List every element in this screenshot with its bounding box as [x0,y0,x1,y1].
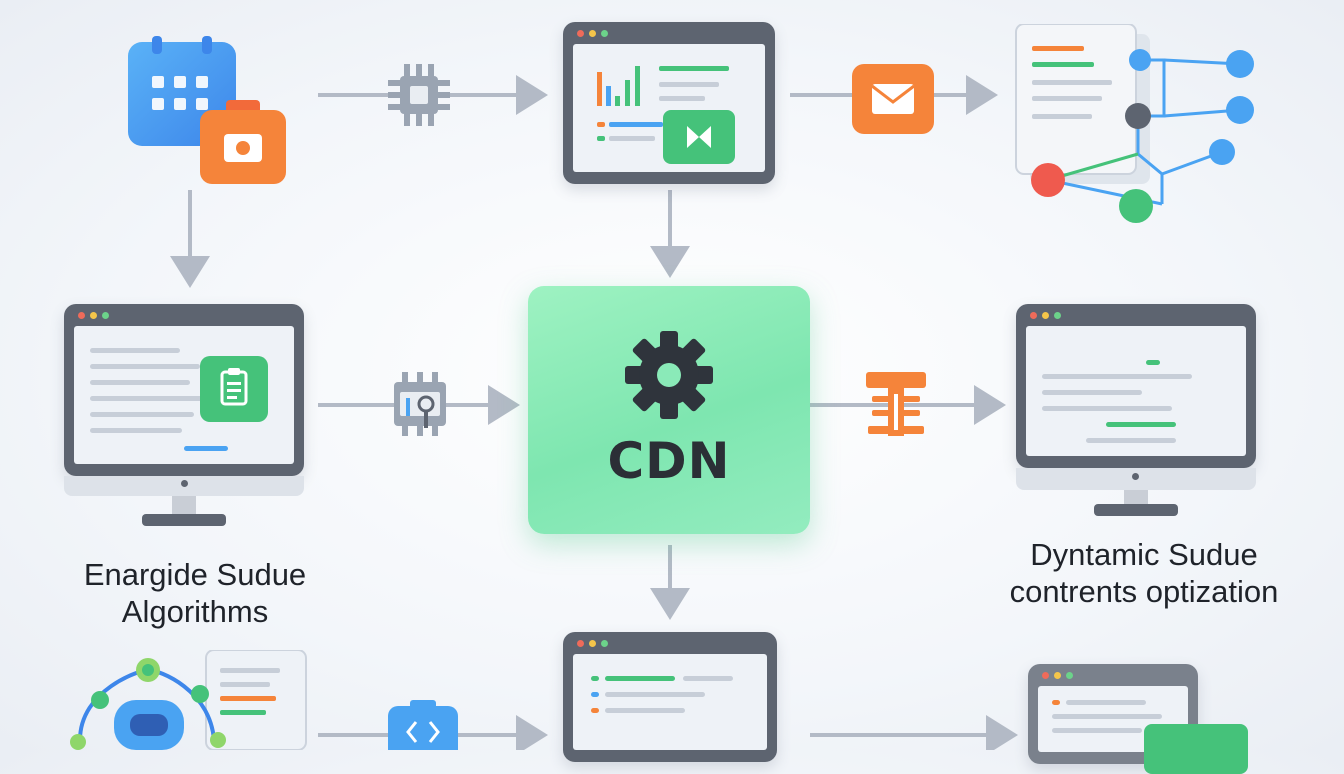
envelope-icon [852,64,934,134]
caption-right-line-1: Dyntamic Sudue [1030,537,1258,572]
bottom-right-window [1028,664,1248,774]
right-monitor [1016,304,1256,516]
cdn-node: CDN [528,286,810,534]
clipboard-icon [200,356,268,422]
left-monitor [64,304,304,526]
caption-left-line-2: Algorithms [121,594,269,629]
green-panel [1144,724,1248,774]
chip-icon [386,62,452,128]
server-rack-icon [858,372,934,436]
caption-right: Dyntamic Sudue contrents optization [964,536,1324,610]
tool-chip-icon [384,370,456,438]
video-play-icon [663,110,735,164]
gear-icon [624,330,714,420]
cdn-label: CDN [607,432,731,490]
caption-left-line-1: Enargide Sudue [83,557,307,592]
bottom-center-window [563,632,777,762]
caption-right-line-2: contrents optization [1009,574,1279,609]
bar-chart-icon [597,66,729,141]
camera-icon [200,100,286,184]
analytics-window [563,22,775,184]
network-graph-icon [1012,23,1278,234]
robot-icon [60,649,320,751]
code-icon [388,700,458,766]
caption-left: Enargide Sudue Algorithms [40,556,350,630]
